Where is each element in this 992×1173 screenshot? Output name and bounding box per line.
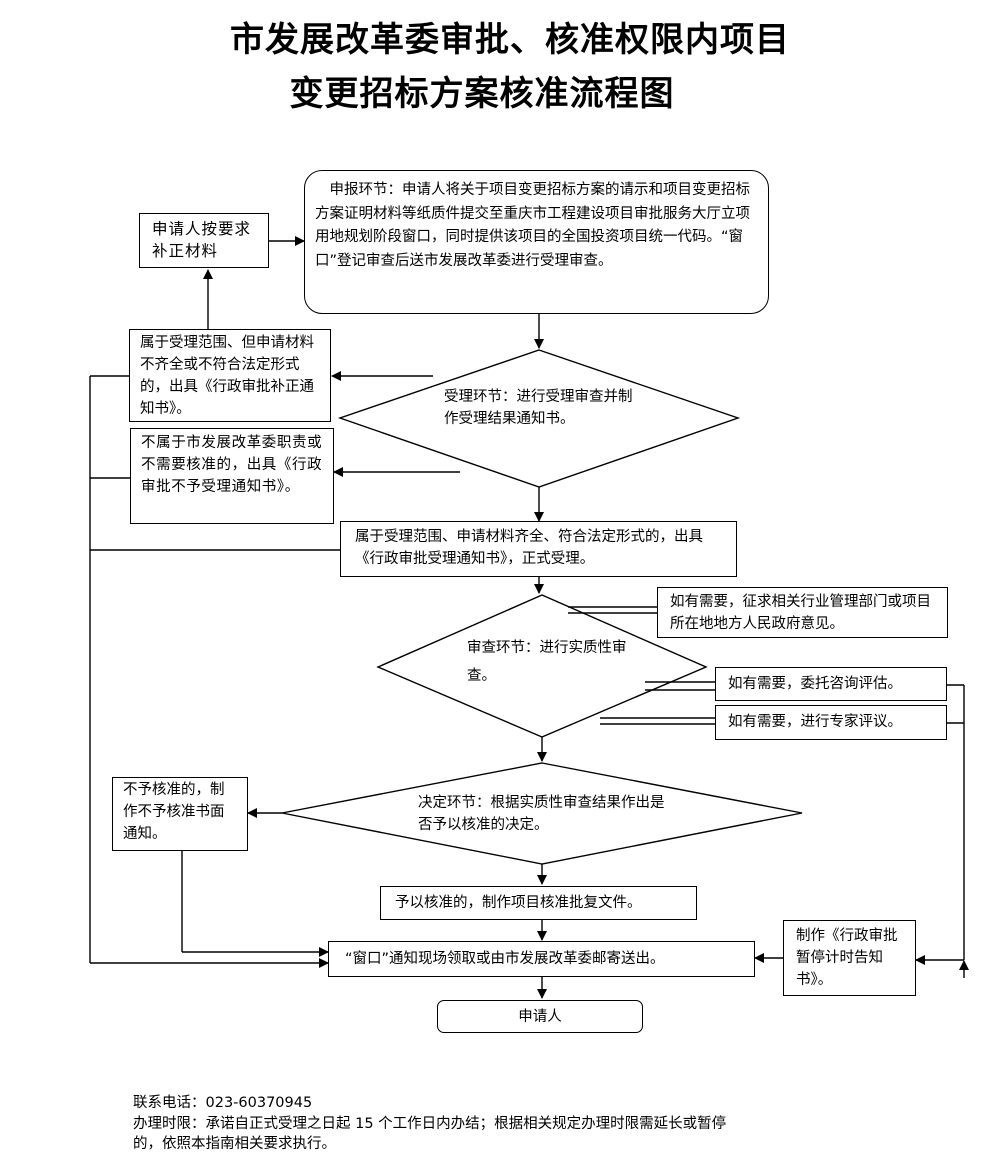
not-accepted-text: 不属于市发展改革委职责或不需要核准的，出具《行政审批不予受理通知书》。 xyxy=(141,435,323,495)
approved-box: 予以核准的，制作项目核准批复文件。 xyxy=(380,886,697,920)
consult-evaluation-box: 如有需要，委托咨询评估。 xyxy=(715,667,947,701)
submit-step-text: 申报环节：申请人将关于项目变更招标方案的请示和项目变更招标方案证明材料等纸质件提… xyxy=(315,182,750,269)
accepted-box: 属于受理范围、申请材料齐全、符合法定形式的，出具《行政审批受理通知书》，正式受理… xyxy=(340,521,737,577)
time-limit-line-1: 办理时限：承诺自正式受理之日起 15 个工作日内办结；根据相关规定办理时限需延长… xyxy=(133,1116,727,1132)
approved-text: 予以核准的，制作项目核准批复文件。 xyxy=(395,895,642,911)
accept-decision-text: 受理环节：进行受理审查并制作受理结果通知书。 xyxy=(444,389,633,427)
final-decision-text: 决定环节：根据实质性审查结果作出是否予以核准的决定。 xyxy=(418,795,665,833)
suspension-notice-text: 制作《行政审批暂停计时告知书》。 xyxy=(796,928,898,988)
applicant-text: 申请人 xyxy=(518,1009,562,1025)
expert-review-text: 如有需要，进行专家评议。 xyxy=(728,714,902,730)
page-title-line-2: 变更招标方案核准流程图 xyxy=(289,74,675,114)
consult-departments-box: 如有需要，征求相关行业管理部门或项目所在地地方人民政府意见。 xyxy=(657,587,948,638)
resubmit-text: 申请人按要求补正材料 xyxy=(152,220,252,260)
resubmit-box: 申请人按要求补正材料 xyxy=(139,213,269,268)
consult-departments-text: 如有需要，征求相关行业管理部门或项目所在地地方人民政府意见。 xyxy=(670,594,931,632)
page-title-line-1: 市发展改革委审批、核准权限内项目 xyxy=(230,20,790,60)
delivery-text: “窗口”通知现场领取或由市发展改革委邮寄送出。 xyxy=(345,951,665,967)
review-decision-text: 审查环节：进行实质性审查。 xyxy=(467,640,627,684)
accepted-text: 属于受理范围、申请材料齐全、符合法定形式的，出具《行政审批受理通知书》，正式受理… xyxy=(355,529,703,567)
not-accepted-box: 不属于市发展改革委职责或不需要核准的，出具《行政审批不予受理通知书》。 xyxy=(130,428,334,524)
delivery-box: “窗口”通知现场领取或由市发展改革委邮寄送出。 xyxy=(328,941,755,977)
rejected-box: 不予核准的，制作不予核准书面通知。 xyxy=(112,777,248,851)
consult-evaluation-text: 如有需要，委托咨询评估。 xyxy=(728,676,902,692)
applicant-box: 申请人 xyxy=(437,1000,643,1033)
submit-step-box: 申报环节：申请人将关于项目变更招标方案的请示和项目变更招标方案证明材料等纸质件提… xyxy=(304,170,769,314)
rejected-text: 不予核准的，制作不予核准书面通知。 xyxy=(123,782,225,842)
suspension-notice-box: 制作《行政审批暂停计时告知书》。 xyxy=(783,920,916,996)
expert-review-box: 如有需要，进行专家评议。 xyxy=(715,705,947,740)
contact-phone: 联系电话：023-60370945 xyxy=(133,1095,313,1111)
incomplete-materials-box: 属于受理范围、但申请材料不齐全或不符合法定形式的，出具《行政审批补正通知书》。 xyxy=(129,329,331,422)
incomplete-materials-text: 属于受理范围、但申请材料不齐全或不符合法定形式的，出具《行政审批补正通知书》。 xyxy=(140,335,314,417)
time-limit-line-2: 的，依照本指南相关要求执行。 xyxy=(133,1136,336,1152)
